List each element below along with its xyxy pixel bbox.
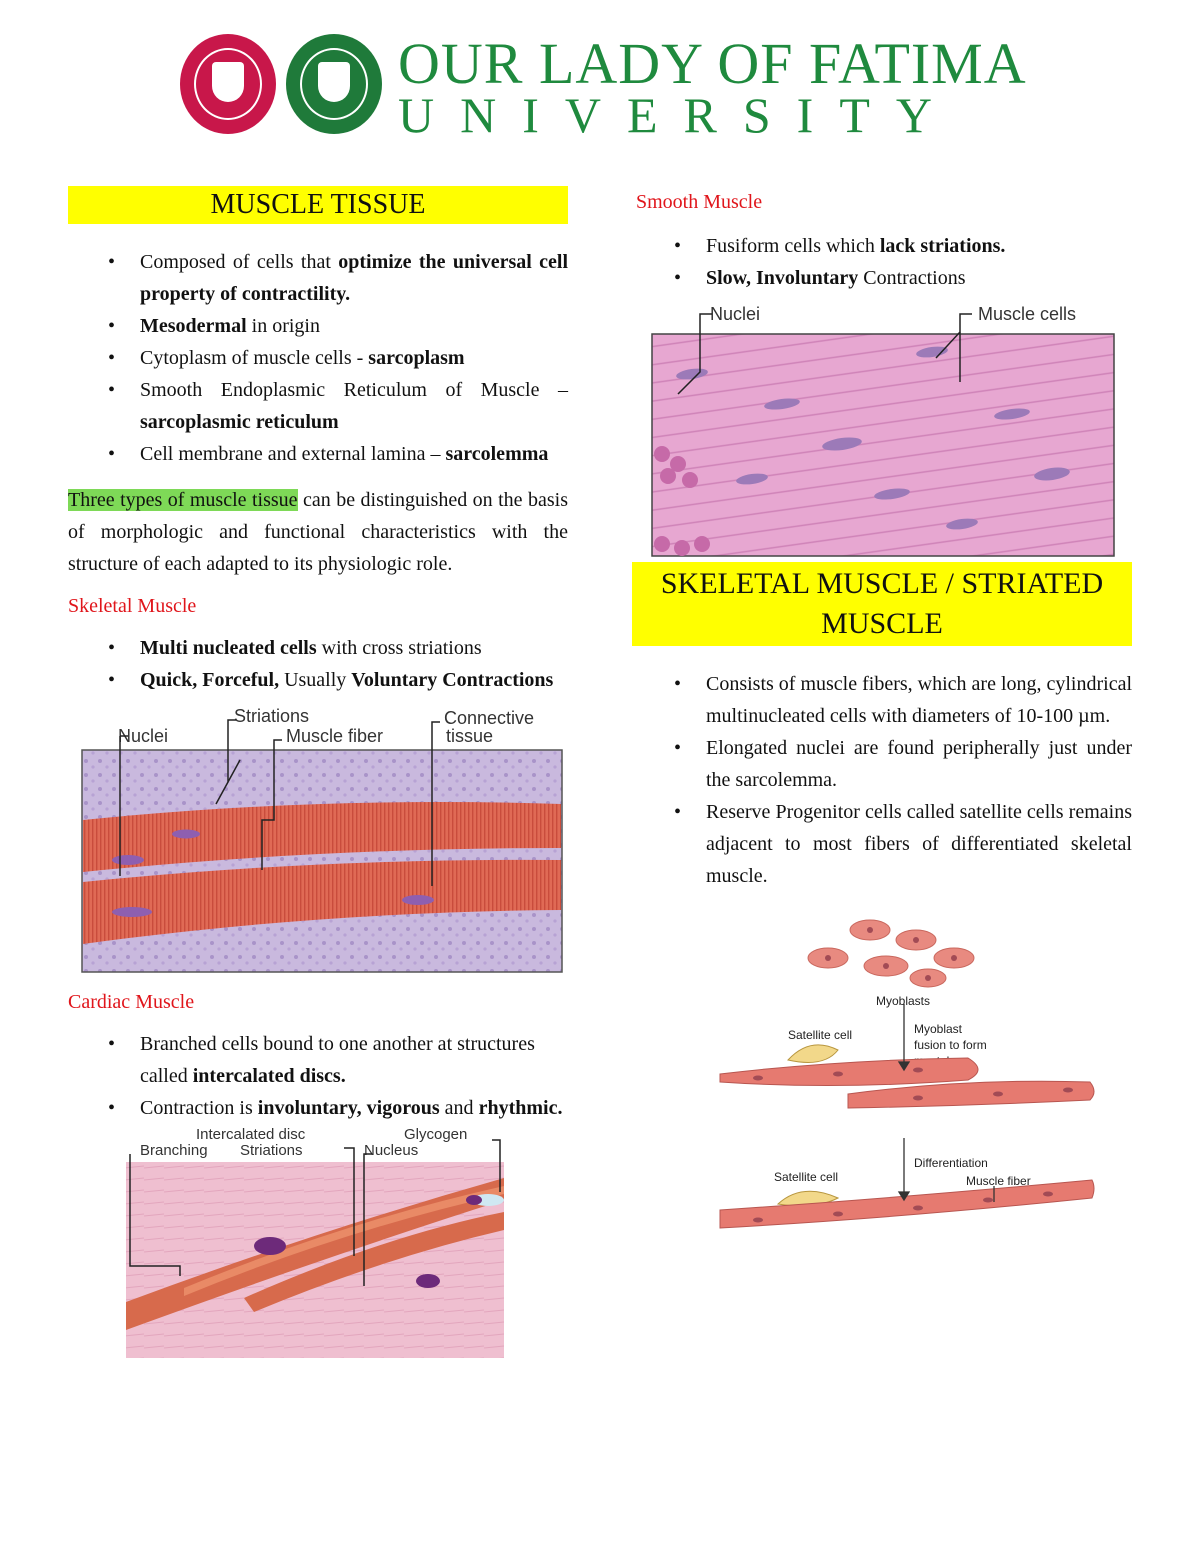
myoblast-diagram-image [719,919,1095,1229]
university-header: OUR LADY OF FATIMA UNIVERSITY [180,30,1026,143]
list-item: Branched cells bound to one another at s… [68,1028,568,1092]
skeletal-bullet-list: Multi nucleated cells with cross striati… [68,632,568,696]
smooth-muscle-micrograph: Nuclei Muscle cells [632,304,1132,560]
myoblast-differentiation-diagram: Myoblasts Satellite cell Myoblast fusion… [718,918,1098,1258]
satellite-cell-label-1: Satellite cell [788,1028,853,1042]
list-item: Composed of cells that optimize the univ… [68,246,568,310]
university-name-line2: UNIVERSITY [398,87,958,143]
skeletal-micrograph-image [81,719,563,973]
connective-label: Connective [444,708,535,728]
skeletal-striated-title: SKELETAL MUSCLE / STRIATED MUSCLE [632,562,1132,646]
list-item: Cell membrane and external lamina – sarc… [68,438,568,470]
muscle-cells-label: Muscle cells [978,304,1077,324]
muscle-fiber-label: Muscle fiber [286,726,384,746]
list-item: Fusiform cells which lack striations. [632,230,1132,262]
smooth-nuclei-label: Nuclei [710,304,761,324]
list-item: Contraction is involuntary, vigorous and… [68,1092,568,1124]
tissue-label: tissue [446,726,494,746]
list-item: Multi nucleated cells with cross striati… [68,632,568,664]
list-item: Mesodermal in origin [68,310,568,342]
muscle-types-highlight: Three types of muscle tissue [68,489,298,511]
myoblasts-label: Myoblasts [876,994,931,1008]
cardiac-micrograph-image [126,1139,504,1358]
list-item: Slow, Involuntary Contractions [632,262,1132,294]
smooth-micrograph-image [651,313,1115,557]
intercalated-disc-label: Intercalated disc [196,1126,306,1143]
university-name-line1: OUR LADY OF FATIMA [398,31,1027,96]
muscle-tissue-title: MUSCLE TISSUE [68,186,568,224]
nuclei-label: Nuclei [118,726,169,746]
cardiac-muscle-heading: Cardiac Muscle [68,991,195,1013]
myoblast-fusion-label-1: Myoblast [914,1022,963,1036]
nucleus-label: Nucleus [364,1142,419,1159]
university-seal-red [180,34,276,134]
glycogen-label: Glycogen [404,1126,468,1143]
satellite-cell-label-2: Satellite cell [774,1170,839,1184]
myoblast-fusion-label-2: fusion to form [914,1038,987,1052]
branching-label: Branching [140,1142,208,1159]
skeletal-muscle-micrograph: Nuclei Striations Muscle fiber Connectiv… [68,700,568,982]
cardiac-muscle-micrograph: Intercalated disc Glycogen Branching Str… [124,1126,508,1362]
list-item: Elongated nuclei are found peripherally … [632,732,1132,796]
list-item: Consists of muscle fibers, which are lon… [632,668,1132,732]
list-item: Reserve Progenitor cells called satellit… [632,796,1132,892]
right-column: Smooth Muscle Fusiform cells which lack … [632,190,1132,1258]
striations-label: Striations [234,706,310,726]
university-seal-green [286,34,382,134]
muscle-fiber-diagram-label: Muscle fiber [966,1174,1031,1188]
left-column: MUSCLE TISSUE Composed of cells that opt… [68,186,568,1362]
list-item: Cytoplasm of muscle cells - sarcoplasm [68,342,568,374]
skeletal-muscle-heading: Skeletal Muscle [68,595,197,617]
skeletal-details-list: Consists of muscle fibers, which are lon… [632,668,1132,892]
smooth-muscle-heading: Smooth Muscle [636,191,763,213]
cardiac-bullet-list: Branched cells bound to one another at s… [68,1028,568,1124]
intro-bullet-list: Composed of cells that optimize the univ… [68,246,568,470]
list-item: Quick, Forceful, Usually Voluntary Contr… [68,664,568,696]
list-item: Smooth Endoplasmic Reticulum of Muscle –… [68,374,568,438]
muscle-types-paragraph: Three types of muscle tissue can be dist… [68,489,569,575]
smooth-bullet-list: Fusiform cells which lack striations. Sl… [632,230,1132,294]
differentiation-label: Differentiation [914,1156,988,1170]
cardiac-striations-label: Striations [240,1142,303,1159]
